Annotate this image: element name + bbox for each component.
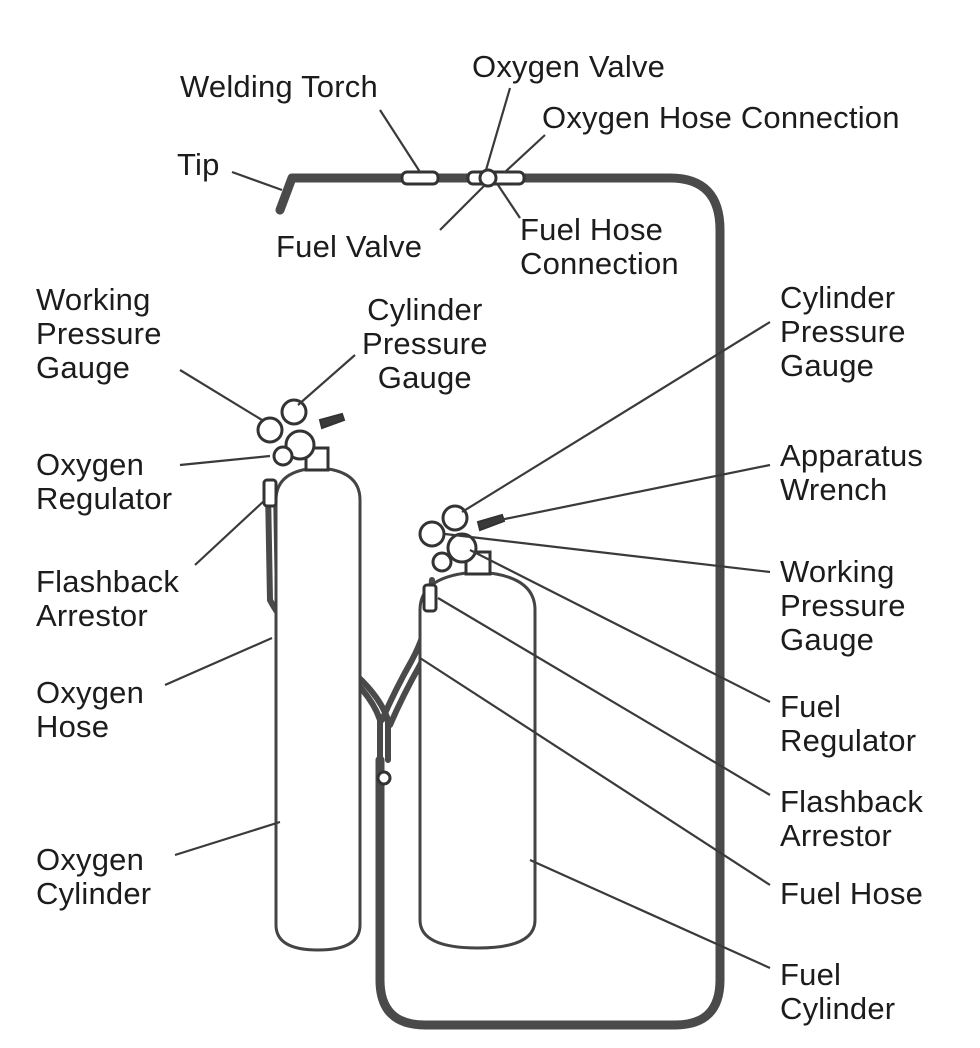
label-line: Arrestor [780,818,892,853]
label-line: Fuel [780,689,842,724]
leader-oxygen-valve [484,87,512,171]
fuel-cylinder-group [418,504,537,950]
fuel-cylinder-shape [418,570,537,950]
label-line: Fuel Hose [520,212,664,247]
torch-details [400,168,526,188]
torch-valve-left [400,170,440,186]
label-cylinder-pressure-gauge-right: Cylinder Pressure Gauge [780,281,906,383]
fuel-working-gauge [418,520,446,548]
label-line: Fuel [780,957,842,992]
leader-cylinder-pressure-gauge-left [297,354,356,406]
fuel-wrench [476,513,506,532]
label-oxygen-cylinder: Oxygen Cylinder [36,843,151,911]
oxygen-regulator-knob [272,445,294,467]
label-line: Cylinder [780,991,896,1026]
oxygen-cylinder-gauge [280,398,308,426]
label-fuel-valve: Fuel Valve [276,229,423,264]
leader-welding-torch [379,109,421,173]
oxygen-working-gauge [256,416,284,444]
label-line: Working [780,554,895,589]
oxygen-wrench [318,412,346,430]
label-line: Wrench [780,472,888,507]
leader-lines [164,87,771,970]
label-line: Working [36,282,151,317]
fuel-regulator-knob [431,551,453,573]
label-flashback-arrestor-right: Flashback Arrestor [780,785,923,853]
oxygen-flashback-arrestor [262,478,278,508]
leader-oxygen-cylinder [174,820,281,857]
label-fuel-hose: Fuel Hose [780,876,924,911]
label-line: Arrestor [36,598,148,633]
label-line: Cylinder [36,876,152,911]
leader-oxygen-hose-connection [504,134,546,173]
leader-tip [231,170,283,192]
leader-fuel-hose [419,657,771,886]
label-line: Flashback [780,784,924,819]
hose-joint [376,770,392,786]
label-line: Connection [520,246,679,281]
label-line: Pressure [780,314,906,349]
leader-apparatus-wrench [499,463,771,522]
leader-fuel-cylinder [529,858,771,970]
leader-working-pressure-gauge-left [179,369,263,421]
fuel-cylinder-gauge [441,504,469,532]
leader-working-pressure-gauge-right [444,532,771,574]
label-line: Oxygen [36,447,145,482]
label-oxygen-regulator: Oxygen Regulator [36,448,172,516]
leader-fuel-regulator [469,549,771,703]
label-line: Cylinder [780,280,896,315]
label-line: Pressure [780,588,906,623]
leader-flashback-arrestor-right [437,597,771,796]
label-line: Pressure [36,316,162,351]
label-oxygen-hose: Oxygen Hose [36,676,144,744]
label-line: Regulator [36,481,173,516]
label-line: Oxygen [36,675,145,710]
label-flashback-arrestor-left: Flashback Arrestor [36,565,179,633]
label-line: Regulator [780,723,917,758]
fuel-flashback-arrestor [422,583,438,613]
leader-fuel-hose-connection [497,184,521,219]
label-oxygen-hose-connection: Oxygen Hose Connection [542,100,900,135]
label-line: Cylinder [367,292,483,327]
label-cylinder-pressure-gauge-left: Cylinder Pressure Gauge [362,293,488,395]
label-line: Gauge [36,350,131,385]
label-working-pressure-gauge-right: Working Pressure Gauge [780,555,906,657]
oxygen-regulator-body [284,429,316,461]
label-fuel-cylinder: Fuel Cylinder [780,958,895,1026]
fuel-hose-loop [375,173,725,1030]
label-welding-torch: Welding Torch [180,69,378,104]
leader-fuel-valve [439,184,486,231]
label-line: Gauge [377,360,472,395]
label-working-pressure-gauge-left: Working Pressure Gauge [36,283,162,385]
label-line: Pressure [362,326,488,361]
label-apparatus-wrench: Apparatus Wrench [780,439,923,507]
label-line: Flashback [36,564,180,599]
fuel-regulator-body [446,532,478,564]
label-line: Gauge [780,622,875,657]
oxygen-cylinder-shape [274,466,362,952]
label-fuel-regulator: Fuel Regulator [780,690,916,758]
oxygen-valve-knob [478,168,498,188]
leader-oxygen-regulator [179,454,271,467]
leader-oxygen-hose [164,636,273,687]
label-line: Oxygen [36,842,145,877]
leader-cylinder-pressure-gauge-right [461,321,771,513]
oxygen-cylinder-group [256,398,362,952]
label-line: Gauge [780,348,875,383]
label-line: Hose [36,709,110,744]
leader-flashback-arrestor-left [194,499,266,566]
label-oxygen-valve: Oxygen Valve [472,49,666,84]
label-line: Apparatus [780,438,924,473]
label-fuel-hose-connection: Fuel Hose Connection [520,213,679,281]
label-tip: Tip [177,147,220,182]
